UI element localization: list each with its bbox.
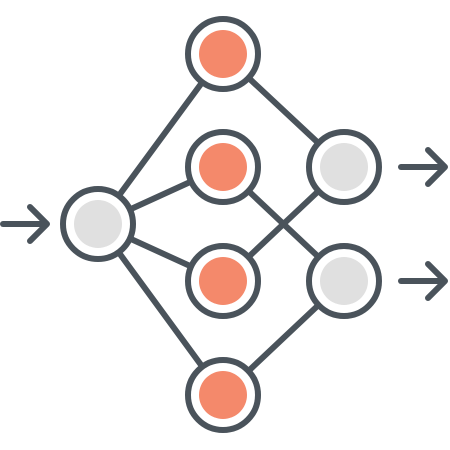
- node-core: [320, 143, 368, 191]
- output-arrow-icon-1: [398, 147, 448, 187]
- hidden-node-h0: [185, 16, 261, 92]
- node-core: [199, 257, 247, 305]
- node-core: [74, 200, 122, 248]
- node-core: [320, 257, 368, 305]
- arrow-head: [425, 147, 448, 187]
- output-node-o0: [306, 129, 382, 205]
- output-node-o1: [306, 243, 382, 319]
- hidden-node-h3: [185, 357, 261, 433]
- input-arrow-icon: [0, 204, 50, 244]
- output-arrow-icon-2: [398, 261, 448, 301]
- node-core: [199, 30, 247, 78]
- nodes: [60, 16, 382, 433]
- input-node-in0: [60, 186, 136, 262]
- arrows: [0, 147, 448, 301]
- node-core: [199, 143, 247, 191]
- node-core: [199, 371, 247, 419]
- hidden-node-h2: [185, 243, 261, 319]
- arrow-head: [27, 204, 50, 244]
- arrow-head: [425, 261, 448, 301]
- hidden-node-h1: [185, 129, 261, 205]
